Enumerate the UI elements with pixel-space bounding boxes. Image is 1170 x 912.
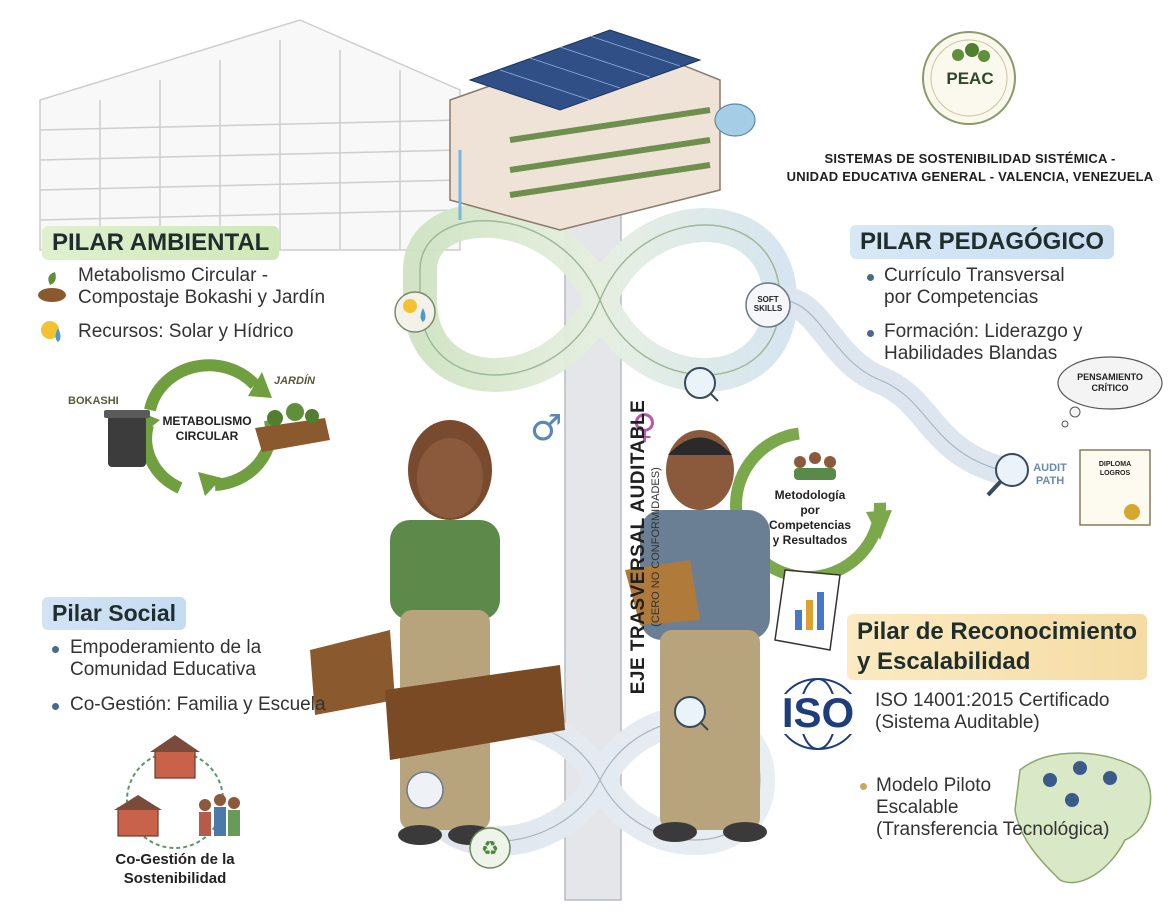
svg-text:♻: ♻	[481, 836, 499, 860]
sun-water-small-icon	[41, 321, 61, 342]
network-icon	[406, 771, 444, 809]
peac-logo	[922, 31, 1016, 125]
pilar-reconocimiento-title: Pilar de Reconocimiento y Escalabilidad	[847, 614, 1148, 680]
pilar-ambiental-title: PILAR AMBIENTAL	[42, 226, 280, 260]
reconocimiento-item-1: ISO 14001:2015 Certificado (Sistema Audi…	[875, 690, 1110, 733]
recycle-icon	[469, 827, 511, 869]
ambiental-item-1: Metabolismo Circular - Compostaje Bokash…	[78, 265, 326, 308]
soft-skills-label: SOFT SKILLS	[753, 295, 783, 313]
diploma-icon	[1079, 449, 1151, 526]
people-group-icon	[794, 452, 836, 480]
bokashi-label: BOKASHI	[68, 395, 119, 407]
school-icon	[154, 749, 196, 779]
soft-skills-icon	[745, 282, 791, 328]
reconocimiento-title-line-1: Pilar de Reconocimiento	[857, 618, 1138, 645]
title-line-2: UNIDAD EDUCATIVA GENERAL - VALENCIA, VEN…	[786, 169, 1154, 184]
thought-bubble	[1057, 356, 1163, 428]
cogestion-label: Co-Gestión de la Sostenibilidad	[115, 851, 235, 887]
title-line-1: SISTEMAS DE SOSTENIBILIDAD SISTÉMICA -	[824, 151, 1116, 166]
eje-subtitle-text: (CERO NO CONFORMIDADES)	[650, 467, 662, 627]
thought-bubble-label: PENSAMIENTO CRÍTICO	[1077, 372, 1143, 393]
bullet-dot	[52, 646, 59, 653]
garden-box-icon	[255, 418, 330, 452]
metabolismo-cycle-diagram	[104, 359, 330, 496]
eje-title-text: EJE TRASVERSAL AUDITABLE	[628, 399, 649, 695]
jardin-label: JARDÍN	[274, 375, 315, 387]
solar-building-illustration	[449, 29, 756, 231]
pedagogico-item-1: Currículo Transversal por Competencias	[884, 265, 1065, 308]
eje-title: EJE TRASVERSAL AUDITABLE (CERO NO CONFOR…	[628, 382, 662, 712]
audit-path-label: AUDIT PATH	[1033, 462, 1067, 487]
magnifier-icon	[674, 367, 1029, 731]
faded-building-illustration	[39, 19, 461, 251]
reconocimiento-item-2: Modelo Piloto Escalable (Transferencia T…	[876, 775, 1110, 840]
ambiental-item-2: Recursos: Solar y Hídrico	[78, 321, 294, 342]
metodologia-label: Metodología por Competencias y Resultado…	[768, 488, 852, 547]
social-item-1: Empoderamiento de la Comunidad Educativa	[70, 637, 262, 680]
bullet-dot	[52, 703, 59, 710]
cogestion-diagram	[114, 735, 240, 849]
female-symbol-icon: ♀	[632, 407, 657, 447]
family-icon	[199, 794, 240, 836]
peac-logo-text: PEAC	[946, 69, 994, 88]
pilar-social-title: Pilar Social	[42, 597, 187, 630]
bokashi-bin-icon	[108, 415, 146, 467]
bullet-dot	[867, 274, 874, 281]
bullet-dot	[867, 330, 874, 337]
reconocimiento-title-line-2: y Escalabilidad	[857, 648, 1031, 675]
bullet-dot	[860, 783, 867, 790]
metabolismo-center-label: METABOLISMO CIRCULAR	[162, 414, 252, 443]
sun-water-icon	[394, 291, 436, 333]
male-symbol-icon: ♂	[530, 408, 562, 449]
student-male-illustration	[625, 430, 841, 842]
diploma-label: DIPLOMA LOGROS	[1098, 461, 1132, 477]
page-title: SISTEMAS DE SOSTENIBILIDAD SISTÉMICA - U…	[780, 150, 1160, 186]
compost-icon	[38, 272, 66, 302]
social-item-2: Co-Gestión: Familia y Escuela	[70, 694, 326, 715]
pedagogico-item-2: Formación: Liderazgo y Habilidades Bland…	[884, 321, 1083, 364]
iso-logo-text: ISO	[781, 689, 855, 736]
pilar-pedagogico-title: PILAR PEDAGÓGICO	[850, 225, 1115, 259]
